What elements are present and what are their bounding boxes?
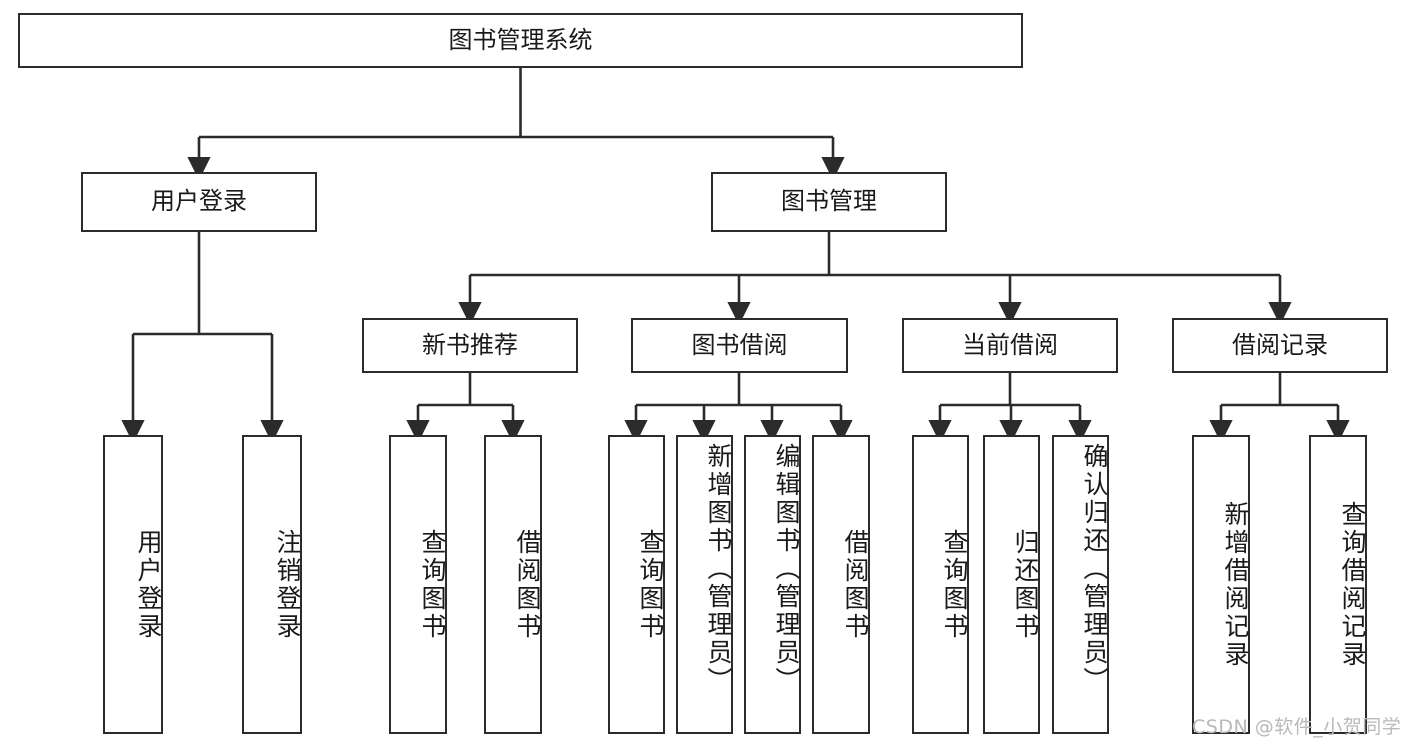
node-new-book-recommend-label: 新书推荐: [422, 330, 518, 359]
node-leaf-query-book-2[interactable]: 查询图书: [608, 435, 665, 734]
node-leaf-add-record[interactable]: 新增借阅记录: [1192, 435, 1250, 734]
node-leaf-add-book-label: 新增图书（管理员）: [704, 443, 733, 695]
node-leaf-query-book-2-label: 查询图书: [636, 528, 665, 641]
node-leaf-confirm-return[interactable]: 确认归还（管理员）: [1052, 435, 1109, 734]
csdn-watermark: CSDN @软件_小贺同学: [1192, 716, 1402, 738]
node-borrow-record[interactable]: 借阅记录: [1172, 318, 1388, 373]
node-leaf-borrow-book-1-label: 借阅图书: [513, 528, 542, 641]
node-book-borrow[interactable]: 图书借阅: [631, 318, 848, 373]
node-book-manage[interactable]: 图书管理: [711, 172, 947, 232]
node-user-login[interactable]: 用户登录: [81, 172, 317, 232]
node-book-borrow-label: 图书借阅: [691, 330, 788, 359]
node-current-borrow[interactable]: 当前借阅: [902, 318, 1118, 373]
node-borrow-record-label: 借阅记录: [1232, 330, 1328, 359]
node-leaf-query-book-3[interactable]: 查询图书: [912, 435, 969, 734]
node-root[interactable]: 图书管理系统: [18, 13, 1023, 68]
node-leaf-borrow-book-2[interactable]: 借阅图书: [812, 435, 870, 734]
node-current-borrow-label: 当前借阅: [962, 330, 1058, 359]
node-leaf-return-book[interactable]: 归还图书: [983, 435, 1040, 734]
node-leaf-confirm-return-label: 确认归还（管理员）: [1080, 443, 1109, 695]
node-leaf-edit-book-label: 编辑图书（管理员）: [772, 443, 801, 695]
node-leaf-edit-book[interactable]: 编辑图书（管理员）: [744, 435, 801, 734]
node-leaf-query-book-3-label: 查询图书: [940, 528, 969, 641]
node-book-manage-label: 图书管理: [781, 187, 877, 216]
node-leaf-user-login-label: 用户登录: [134, 528, 163, 641]
node-leaf-borrow-book-1[interactable]: 借阅图书: [484, 435, 542, 734]
node-leaf-add-book[interactable]: 新增图书（管理员）: [676, 435, 733, 734]
node-leaf-query-record[interactable]: 查询借阅记录: [1309, 435, 1367, 734]
node-leaf-borrow-book-2-label: 借阅图书: [841, 528, 870, 641]
node-root-label: 图书管理系统: [448, 25, 593, 54]
node-leaf-user-logout-label: 注销登录: [273, 528, 302, 641]
node-leaf-query-record-label: 查询借阅记录: [1338, 500, 1367, 669]
node-leaf-user-login[interactable]: 用户登录: [103, 435, 163, 734]
node-leaf-add-record-label: 新增借阅记录: [1221, 500, 1250, 669]
node-user-login-label: 用户登录: [151, 187, 247, 216]
node-leaf-user-logout[interactable]: 注销登录: [242, 435, 302, 734]
node-leaf-return-book-label: 归还图书: [1011, 528, 1040, 641]
node-leaf-query-book-1[interactable]: 查询图书: [389, 435, 447, 734]
node-new-book-recommend[interactable]: 新书推荐: [362, 318, 578, 373]
node-leaf-query-book-1-label: 查询图书: [418, 528, 447, 641]
